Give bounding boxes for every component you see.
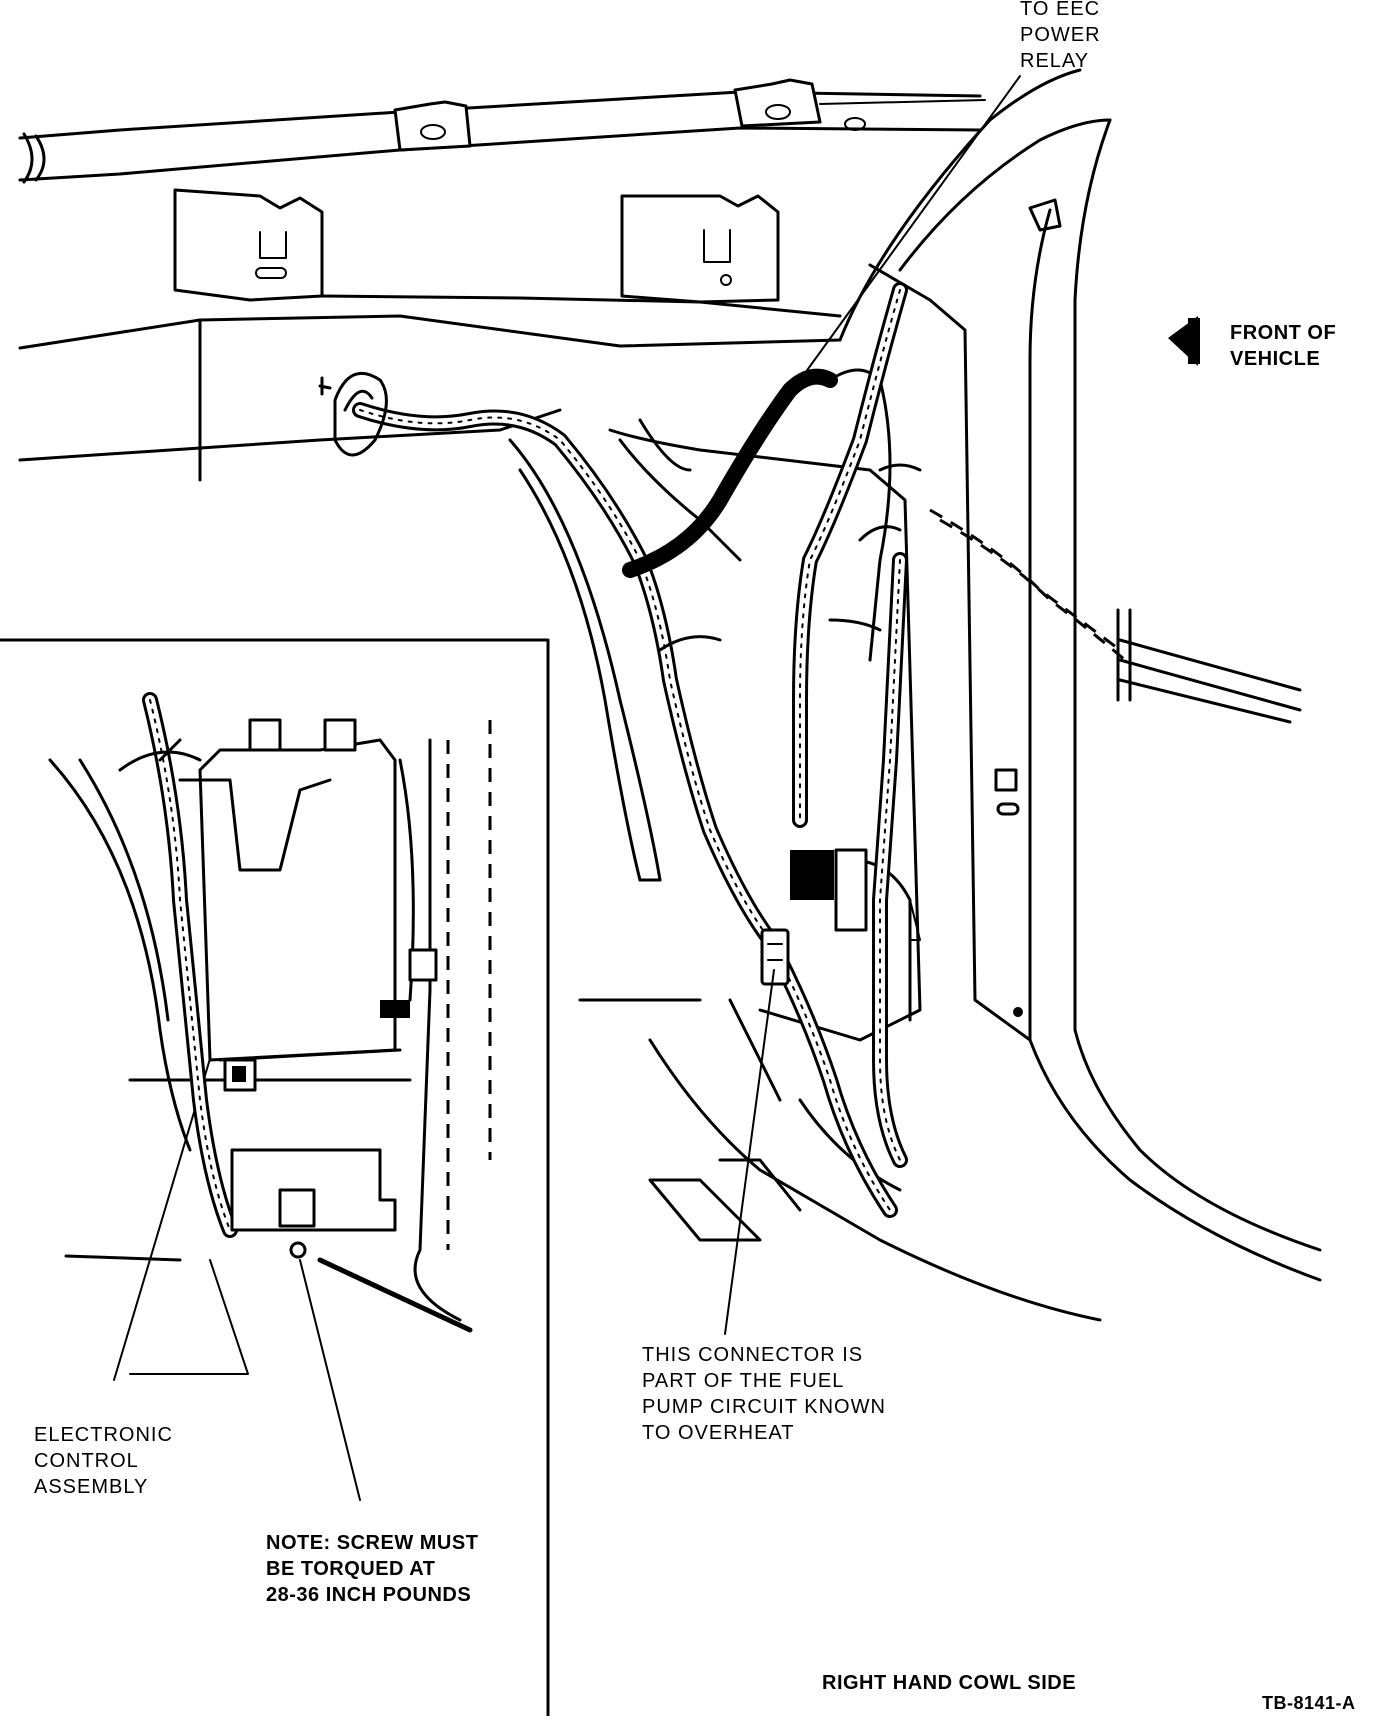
inset-frame <box>0 638 550 1718</box>
harness-clip-left <box>318 371 388 457</box>
wire-clips <box>658 463 922 652</box>
screw-note-label: NOTE: SCREW MUST BE TORQUED AT 28-36 INC… <box>266 1532 479 1606</box>
eca-label: ELECTRONIC CONTROL ASSEMBLY <box>34 1424 173 1498</box>
dash-brackets <box>173 188 780 304</box>
lower-harness <box>772 952 898 1218</box>
view-title-label: RIGHT HAND COWL SIDE <box>822 1672 1077 1694</box>
fuel-pump-connector <box>760 848 868 986</box>
connector-note-label: THIS CONNECTOR IS PART OF THE FUEL PUMP … <box>642 1344 886 1444</box>
eca-connector <box>223 1058 257 1092</box>
leader-lines <box>113 75 1021 1501</box>
main-harness <box>352 402 778 948</box>
floor-and-sill <box>578 998 1102 1322</box>
figure-id-label: TB-8141-A <box>1262 1693 1356 1713</box>
vertical-harness <box>792 282 908 1168</box>
door-harness <box>929 508 1302 724</box>
cowl-top-rail <box>18 90 986 184</box>
eec-relay-label: TO EEC POWER RELAY <box>1020 0 1101 72</box>
door-pillar <box>838 68 1322 1282</box>
mounting-bracket-right-top <box>733 78 866 131</box>
front-of-vehicle-label: FRONT OF VEHICLE <box>1230 322 1337 370</box>
kick-panel <box>608 378 1023 1042</box>
wheel-arch <box>508 438 662 882</box>
inset-illustration <box>48 692 492 1333</box>
left-arrow-icon <box>1168 316 1200 366</box>
mounting-bracket-left-top <box>393 100 472 152</box>
